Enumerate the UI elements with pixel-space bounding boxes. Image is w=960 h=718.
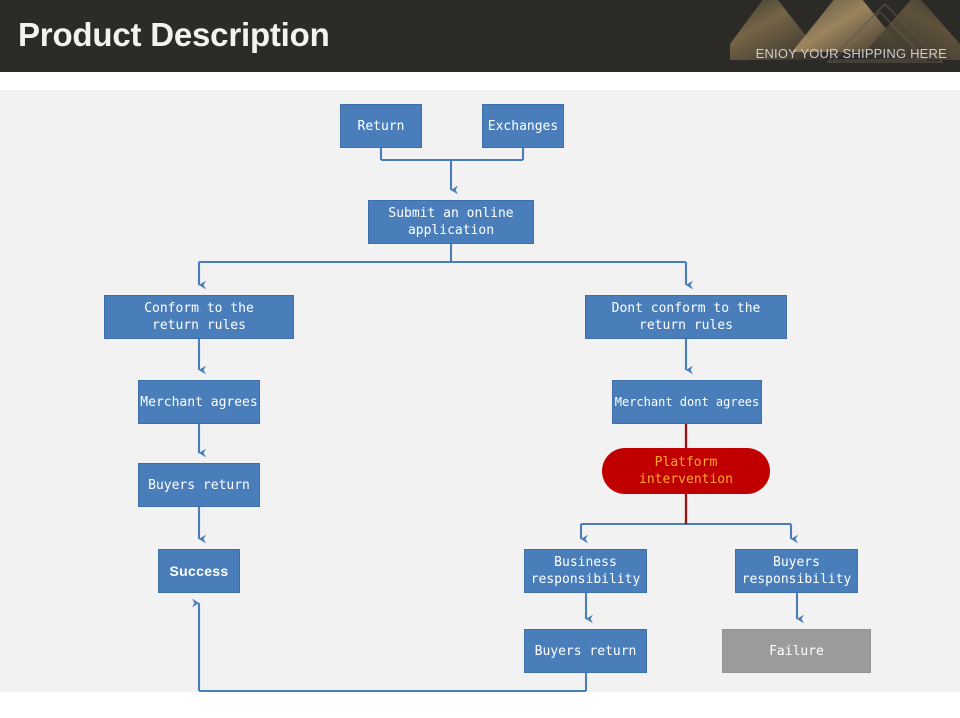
node-success[interactable]: Success: [158, 549, 240, 593]
node-label: Conform to the return rules: [144, 301, 254, 333]
node-platform-intervention[interactable]: Platform intervention: [602, 448, 770, 494]
node-label: Business responsibility: [530, 555, 641, 587]
node-label: Buyers responsibility: [741, 555, 852, 587]
slide-content-area: Return Exchanges Submit an online applic…: [0, 90, 960, 692]
node-submit-an-online-application[interactable]: Submit an online application: [368, 200, 534, 244]
page-title: Product Description: [18, 16, 330, 53]
node-label: Dont conform to the return rules: [611, 301, 761, 333]
node-label: Failure: [769, 643, 824, 659]
node-label: Platform intervention: [639, 455, 733, 487]
node-merchant-agrees[interactable]: Merchant agrees: [138, 380, 260, 424]
node-conform-to-the-return-rules[interactable]: Conform to the return rules: [104, 295, 294, 339]
node-label: Merchant agrees: [140, 394, 258, 410]
chevron-triangles-decoration-icon: [730, 0, 960, 72]
node-merchant-dont-agrees[interactable]: Merchant dont agrees: [612, 380, 762, 424]
flowchart-connectors: [192, 148, 804, 692]
node-label: Success: [169, 562, 229, 579]
node-label: Buyers return: [148, 477, 250, 493]
node-dont-conform-to-the-return-rules[interactable]: Dont conform to the return rules: [585, 295, 787, 339]
node-failure[interactable]: Failure: [722, 629, 871, 673]
node-exchanges[interactable]: Exchanges: [482, 104, 564, 148]
flowchart: Return Exchanges Submit an online applic…: [0, 90, 960, 692]
node-label: Buyers return: [534, 643, 637, 659]
node-return[interactable]: Return: [340, 104, 422, 148]
node-business-responsibility[interactable]: Business responsibility: [524, 549, 647, 593]
slide-header: Product Description ENIOY YOUR SHIPPING …: [0, 0, 960, 72]
node-label: Exchanges: [487, 118, 559, 134]
node-label: Merchant dont agrees: [614, 394, 760, 409]
node-buyers-responsibility[interactable]: Buyers responsibility: [735, 549, 858, 593]
node-label: Submit an online application: [388, 206, 514, 238]
header-tagline: ENIOY YOUR SHIPPING HERE: [755, 46, 947, 61]
node-buyers-return-left[interactable]: Buyers return: [138, 463, 260, 507]
node-buyers-return-right[interactable]: Buyers return: [524, 629, 647, 673]
node-label: Return: [357, 118, 405, 134]
